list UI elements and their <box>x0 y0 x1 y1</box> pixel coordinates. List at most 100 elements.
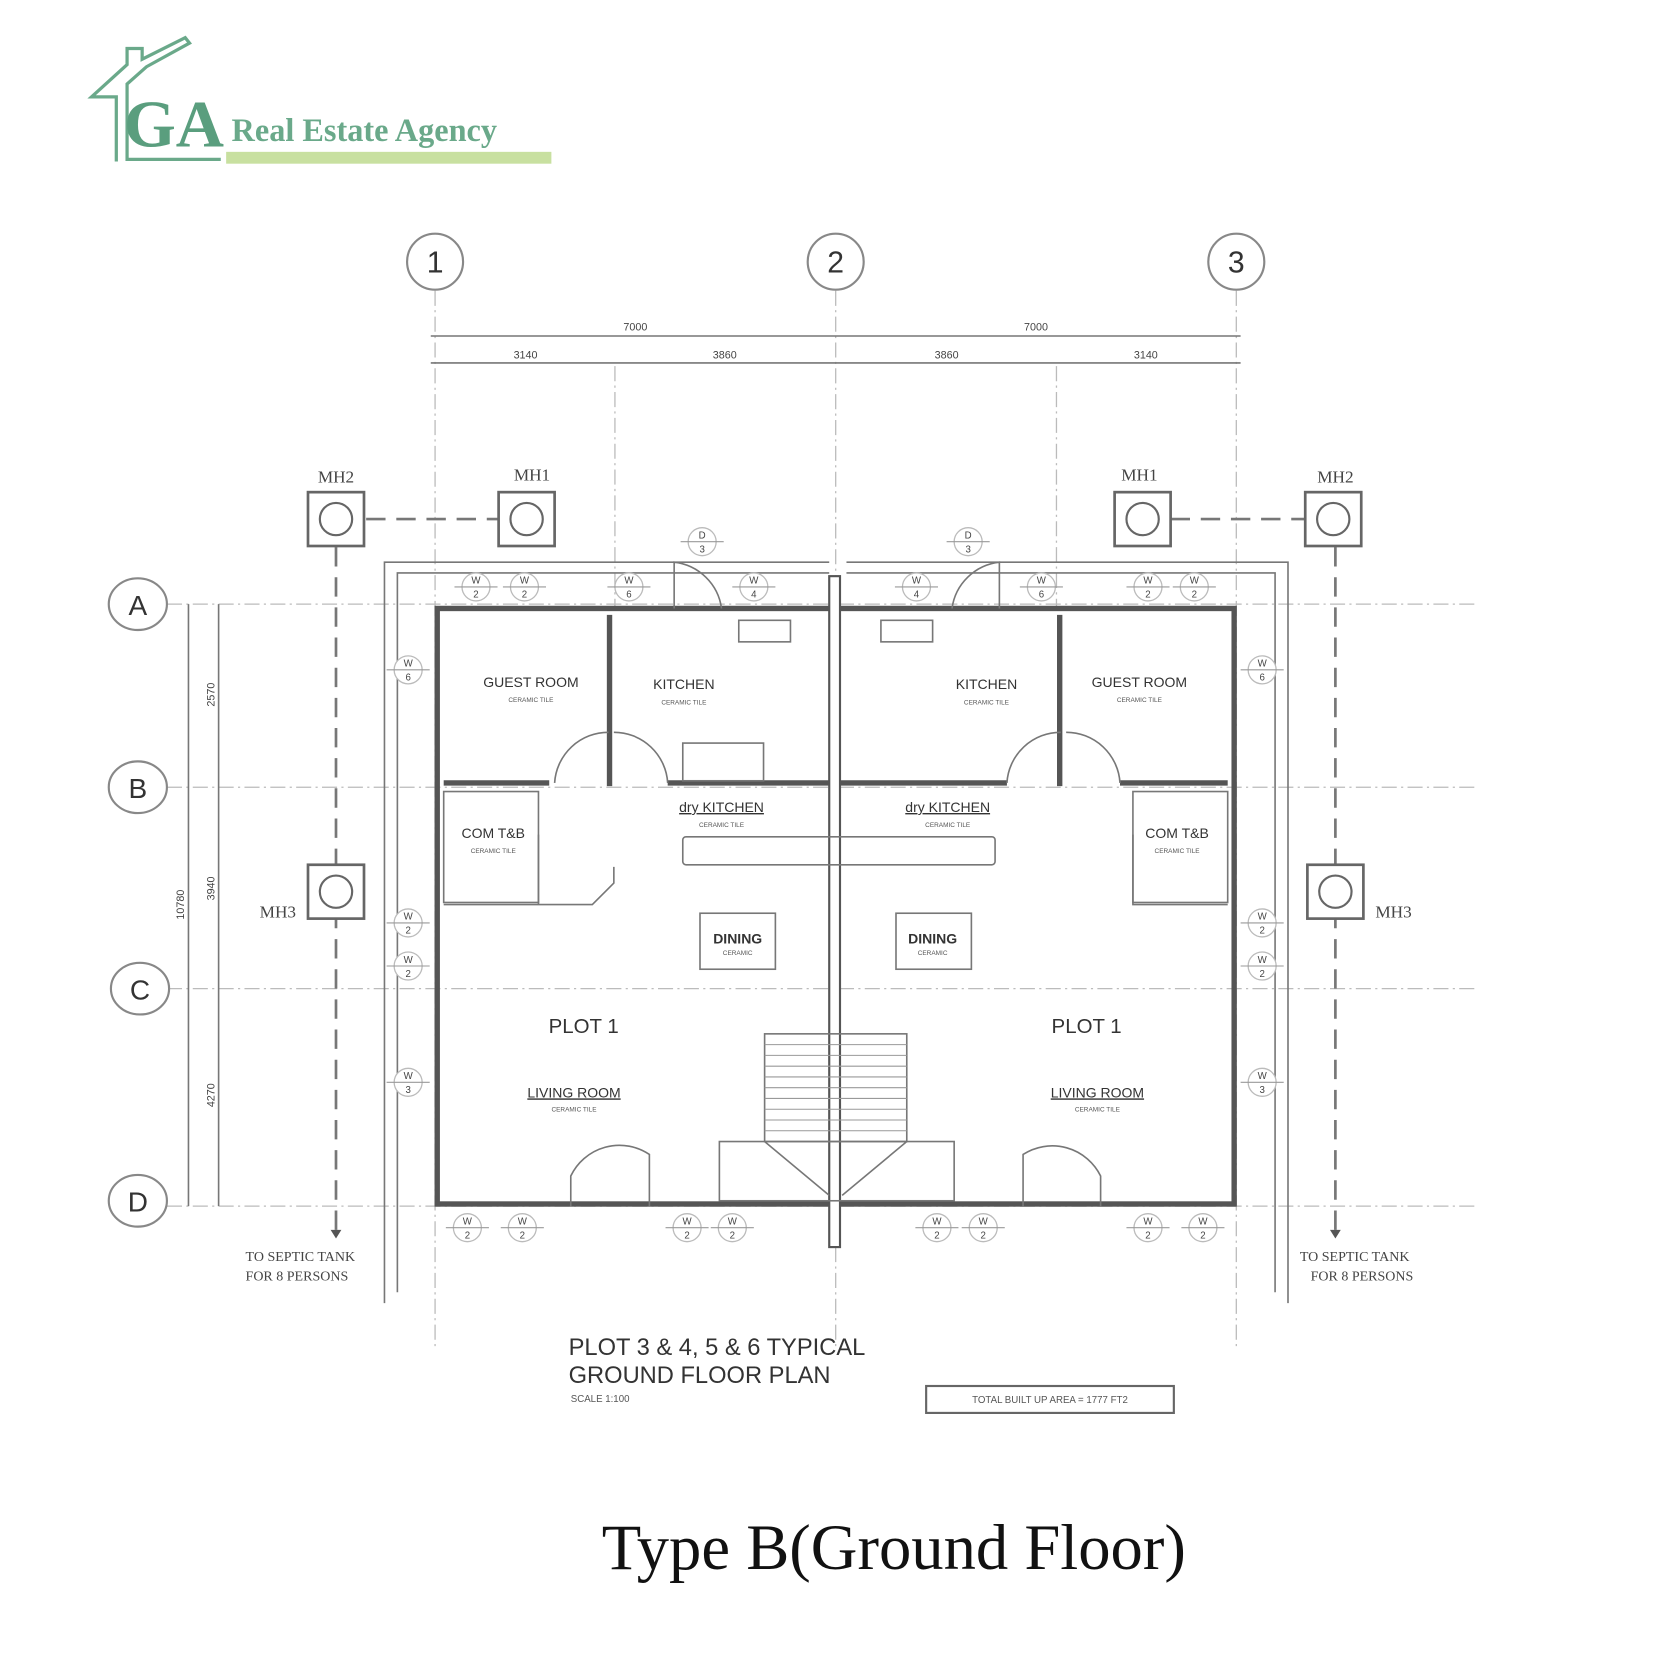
tag-type: W <box>624 576 634 587</box>
opening-tag-top: W4 <box>732 572 776 602</box>
tag-number: 2 <box>405 969 410 980</box>
opening-tag-left: W3 <box>386 1067 430 1097</box>
label-kitchen-right: KITCHEN <box>956 676 1017 692</box>
svg-text:CERAMIC: CERAMIC <box>723 950 753 957</box>
staircase <box>718 1033 955 1202</box>
opening-tag-top: W2 <box>1172 572 1216 602</box>
tag-number: 2 <box>934 1230 939 1241</box>
label-plot-right: PLOT 1 <box>1052 1015 1122 1038</box>
opening-tag-top: W6 <box>607 572 651 602</box>
opening-tag-top: W6 <box>1019 572 1063 602</box>
tag-type: W <box>1258 1071 1268 1082</box>
tag-type: W <box>404 1071 414 1082</box>
opening-tag-bottom: W2 <box>1126 1213 1170 1243</box>
label-com-tb-right: COM T&B <box>1145 825 1209 841</box>
tag-type: W <box>1258 912 1268 923</box>
building-walls <box>434 561 1237 1249</box>
tag-number: 6 <box>626 590 631 601</box>
manhole-cover-icon <box>318 501 354 537</box>
opening-tag-left: W2 <box>386 951 430 981</box>
dimension-lines: 7000 7000 3140 3860 3860 3140 2570 3940 … <box>175 322 1241 1207</box>
opening-tag-top: W2 <box>1126 572 1170 602</box>
svg-text:A: A <box>129 590 148 621</box>
tag-number: 2 <box>465 1230 470 1241</box>
dim-vertical-total: 10780 <box>175 890 187 920</box>
svg-text:TO SEPTIC TANK: TO SEPTIC TANK <box>1300 1250 1410 1265</box>
manhole-label: MH2 <box>318 467 354 486</box>
tag-number: 2 <box>1200 1230 1205 1241</box>
label-dining-left: DINING <box>713 930 762 946</box>
svg-text:CERAMIC TILE: CERAMIC TILE <box>471 848 517 855</box>
opening-tag-left: W2 <box>386 908 430 938</box>
tag-number: 2 <box>1145 1230 1150 1241</box>
logo-monogram: GA <box>124 88 224 161</box>
tag-number: 4 <box>914 590 920 601</box>
tag-type: W <box>1037 576 1047 587</box>
logo-name: Real Estate Agency <box>232 112 498 148</box>
tag-number: 2 <box>981 1230 986 1241</box>
opening-tag-bottom: W2 <box>961 1213 1005 1243</box>
opening-tag-bottom: W2 <box>445 1213 489 1243</box>
manhole-cover-icon <box>1318 874 1353 909</box>
tag-type: W <box>1258 955 1268 966</box>
tag-number: 3 <box>699 544 704 555</box>
svg-text:FOR 8 PERSONS: FOR 8 PERSONS <box>246 1269 349 1284</box>
dim-vertical-3: 4270 <box>205 1083 217 1107</box>
manhole-box <box>1306 863 1365 920</box>
tag-type: W <box>404 659 414 670</box>
tag-number: 3 <box>965 544 970 555</box>
manhole-cover-icon <box>318 874 354 909</box>
manhole-label: MH3 <box>1375 903 1411 922</box>
tag-number: 2 <box>522 590 527 601</box>
manhole-mh1: MH1 <box>497 465 556 548</box>
tag-number: 3 <box>405 1085 410 1096</box>
manhole-mh3: MH3 <box>260 863 366 922</box>
tag-type: W <box>979 1216 989 1227</box>
svg-text:3: 3 <box>1228 246 1245 279</box>
dim-sub-3: 3860 <box>935 350 959 362</box>
tag-number: 2 <box>405 926 410 937</box>
manhole-label: MH2 <box>1317 467 1353 486</box>
tag-number: 2 <box>1145 590 1150 601</box>
tag-number: 3 <box>1259 1085 1264 1096</box>
tag-type: W <box>518 1216 528 1227</box>
opening-tag-bottom: W2 <box>1181 1213 1225 1243</box>
manhole-cover-icon <box>509 501 544 537</box>
tag-number: 4 <box>751 590 757 601</box>
tag-type: W <box>404 912 414 923</box>
opening-tag-right: W2 <box>1240 908 1284 938</box>
tag-number: 6 <box>1039 590 1044 601</box>
svg-text:CERAMIC: CERAMIC <box>918 950 948 957</box>
septic-note-left: TO SEPTIC TANK FOR 8 PERSONS <box>246 1250 356 1284</box>
tag-number: 2 <box>730 1230 735 1241</box>
drawing-scale: SCALE 1:100 <box>571 1394 630 1405</box>
drawing-title-block: PLOT 3 & 4, 5 & 6 TYPICAL GROUND FLOOR P… <box>569 1335 1175 1414</box>
label-dry-kitchen-right: dry KITCHEN <box>905 799 990 815</box>
svg-text:CERAMIC TILE: CERAMIC TILE <box>1117 697 1163 704</box>
svg-text:C: C <box>130 974 150 1005</box>
opening-tag-bottom: W2 <box>915 1213 959 1243</box>
grid-bubble-b: B <box>107 760 168 815</box>
built-up-area: TOTAL BUILT UP AREA = 1777 FT2 <box>972 1395 1128 1406</box>
svg-text:CERAMIC TILE: CERAMIC TILE <box>661 699 707 706</box>
grid-bubble-d: D <box>107 1173 168 1228</box>
grid-bubble-c: C <box>109 961 171 1016</box>
manhole-mh2: MH2 <box>306 467 366 548</box>
manhole-box <box>497 490 556 548</box>
grid-bubble-1: 1 <box>405 232 465 291</box>
dim-7000-left: 7000 <box>623 322 647 334</box>
dim-sub-1: 3140 <box>514 350 538 362</box>
tag-number: 2 <box>520 1230 525 1241</box>
room-labels: GUEST ROOM CERAMIC TILE KITCHEN CERAMIC … <box>461 674 1208 1113</box>
svg-text:CERAMIC TILE: CERAMIC TILE <box>551 1106 597 1113</box>
manhole-mh1: MH1 <box>1113 465 1172 548</box>
manhole-mh3: MH3 <box>1306 863 1412 922</box>
manhole-label: MH1 <box>1121 465 1157 484</box>
tag-number: 2 <box>1259 926 1264 937</box>
manhole-label: MH1 <box>514 465 550 484</box>
opening-tag-bottom: W2 <box>710 1213 754 1243</box>
tag-type: W <box>1143 576 1153 587</box>
svg-text:CERAMIC TILE: CERAMIC TILE <box>964 699 1010 706</box>
dim-vertical-1: 2570 <box>205 683 217 707</box>
tag-type: W <box>1198 1216 1208 1227</box>
